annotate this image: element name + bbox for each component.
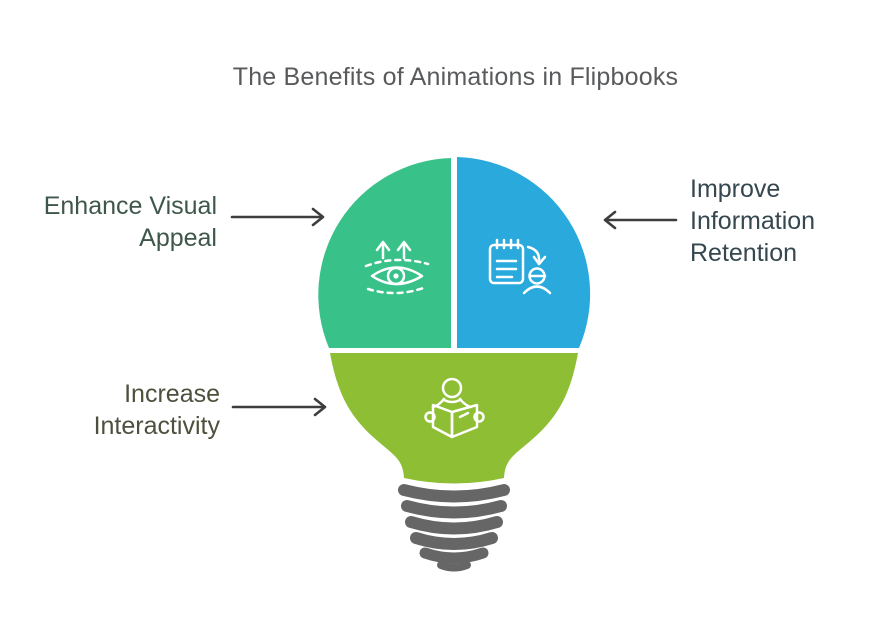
base-thread bbox=[405, 516, 503, 535]
section-enhance-visual-appeal bbox=[318, 158, 451, 348]
base-thread bbox=[410, 532, 498, 550]
arrow-to-visual-appeal-icon bbox=[230, 207, 325, 227]
base-thread bbox=[437, 561, 471, 572]
bulb-screw-base bbox=[398, 484, 510, 572]
label-enhance-visual-appeal: Enhance Visual Appeal bbox=[43, 192, 217, 252]
arrow-to-retention-icon bbox=[603, 210, 678, 230]
base-thread bbox=[398, 484, 510, 503]
page-title: The Benefits of Animations in Flipbooks bbox=[232, 63, 679, 91]
section-icons bbox=[364, 238, 552, 439]
section-increase-interactivity bbox=[330, 353, 578, 484]
reading-person-icon bbox=[424, 377, 485, 439]
arrow-to-interactivity-icon bbox=[231, 397, 327, 417]
label-improve-information-retention: Improve Information Retention bbox=[690, 175, 816, 267]
base-thread bbox=[401, 500, 507, 519]
eye-growth-icon bbox=[364, 240, 430, 295]
label-increase-interactivity: Increase Interactivity bbox=[93, 380, 220, 440]
base-thread bbox=[419, 547, 489, 564]
connector-arrows bbox=[230, 207, 678, 417]
notepad-learner-icon bbox=[488, 238, 552, 295]
